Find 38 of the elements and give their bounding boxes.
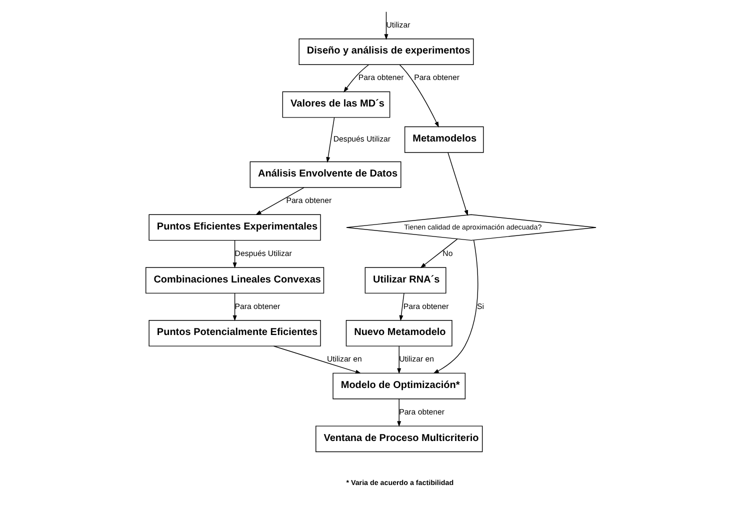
- edge-label: Después Utilizar: [234, 248, 292, 258]
- arrow: [398, 64, 438, 128]
- edge-label: Para obtener: [398, 407, 444, 416]
- edge-label: Para obtener: [402, 302, 448, 311]
- node-box: Puntos Potencialmente Eficientes: [148, 320, 320, 346]
- edge-label: Utilizar: [386, 20, 410, 30]
- arrow: [272, 346, 361, 374]
- node-box: Modelo de Optimización*: [332, 372, 466, 400]
- edge-label: Para obtener: [358, 73, 404, 82]
- arrow: [255, 187, 304, 215]
- arrow: [447, 152, 468, 216]
- edge-label: Utilizar en: [398, 354, 434, 364]
- node-box: Nuevo Metamodelo: [345, 320, 452, 346]
- edge-label: Para obtener: [286, 196, 332, 206]
- arrow: [420, 238, 458, 268]
- node-box: Diseño y análisis de experimentos: [298, 38, 474, 65]
- arrow: [232, 292, 236, 322]
- node-box: Combinaciones Lineales Convexas: [145, 267, 324, 294]
- arrow: [398, 292, 404, 322]
- arrow: [396, 398, 401, 427]
- arrow: [384, 11, 388, 40]
- node-box: Puntos Eficientes Experimentales: [148, 214, 320, 241]
- node-box: Metamodelos: [404, 126, 484, 153]
- node-box: Ventana de Proceso Multicriterio: [315, 426, 482, 452]
- edge-label: No: [442, 248, 452, 258]
- arrow: [326, 117, 334, 163]
- edge-label: Para obtener: [414, 73, 459, 82]
- arrow: [396, 346, 401, 374]
- node-box: Análisis Envolvente de Datos: [249, 161, 401, 188]
- edge-label: Utilizar en: [326, 354, 362, 364]
- edge-label: Para obtener: [234, 302, 280, 311]
- node-box: Utilizar RNA´s: [364, 267, 446, 294]
- arrow: [432, 240, 478, 374]
- edge-label: Después Utilizar: [332, 134, 390, 144]
- edge-label: Si: [476, 302, 484, 311]
- arrow: [343, 64, 369, 92]
- arrow: [232, 240, 236, 268]
- node-box: Valores de las MD´s: [282, 91, 390, 118]
